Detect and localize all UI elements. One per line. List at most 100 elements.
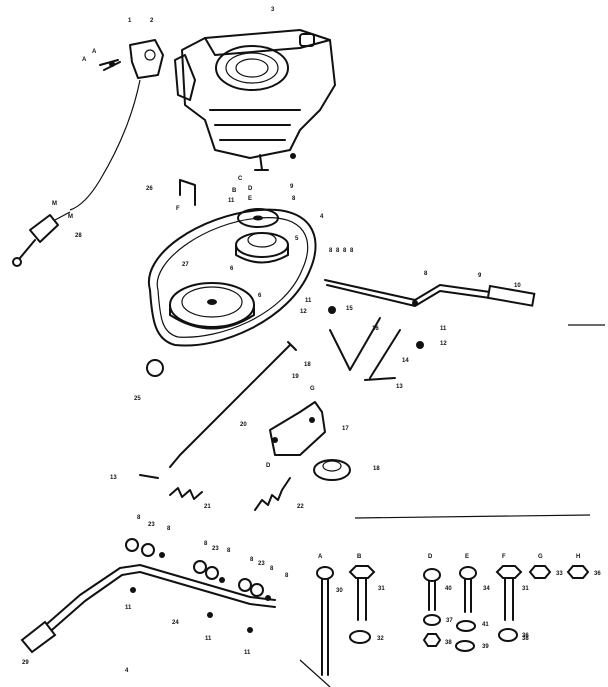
- callout: 32: [377, 636, 384, 642]
- callout: B: [357, 554, 362, 560]
- hardware-group-left: [125, 538, 165, 558]
- control-rods: [328, 306, 424, 381]
- callout: 12: [440, 341, 447, 347]
- callout: 8: [336, 248, 340, 254]
- callout: 20: [240, 422, 247, 428]
- callout: 40: [445, 586, 452, 592]
- callout: 8: [350, 248, 354, 254]
- callout: 11: [305, 298, 312, 304]
- callout: 30: [336, 588, 343, 594]
- callout: 12: [300, 309, 307, 315]
- callout: F: [176, 206, 180, 212]
- callout: A: [318, 554, 323, 560]
- callout: A: [92, 49, 97, 55]
- bolt-F: [495, 565, 523, 642]
- edge-mark-bottom: [299, 659, 331, 687]
- callout: 26: [146, 186, 153, 192]
- choke-linkage: [69, 39, 164, 211]
- callout: 6: [258, 293, 262, 299]
- callout: 31: [522, 586, 529, 592]
- callout: C: [238, 176, 243, 182]
- hardware-group-right: [238, 578, 271, 601]
- callout: 23: [148, 522, 155, 528]
- callout: E: [248, 196, 252, 202]
- throttle-control: [12, 211, 71, 267]
- shift-lever: [324, 279, 536, 307]
- callout: 29: [22, 660, 29, 666]
- bolt-13: [139, 474, 159, 479]
- callout: 8: [227, 548, 231, 554]
- callout: 21: [204, 504, 211, 510]
- callout: 11: [228, 198, 235, 204]
- callout: 18: [373, 466, 380, 472]
- pulley-4: [235, 232, 289, 264]
- bracket-17: [269, 401, 326, 456]
- callout: 18: [304, 362, 311, 368]
- callout: 2: [150, 18, 154, 24]
- callout: A: [82, 57, 87, 63]
- callout: G: [310, 386, 315, 392]
- callout: 8: [343, 248, 347, 254]
- callout: 23: [212, 546, 219, 552]
- callout: 23: [258, 561, 265, 567]
- callout: 16: [372, 326, 379, 332]
- callout: 6: [230, 266, 234, 272]
- callout: 28: [75, 233, 82, 239]
- callout: 22: [297, 504, 304, 510]
- bolt-D: [422, 568, 442, 647]
- callout: 33: [556, 571, 563, 577]
- handle-assembly: [20, 564, 276, 654]
- belt-housing: [147, 208, 317, 347]
- callout: 8: [137, 515, 141, 521]
- callout-labels: 1 2 3 A A 26 C B D 9 8 E F 11 M M 28 4 5…: [22, 7, 601, 674]
- callout: 8: [329, 248, 333, 254]
- callout: F: [502, 554, 506, 560]
- engine: [174, 29, 336, 171]
- callout: 27: [182, 262, 189, 268]
- long-rod-20: [169, 341, 297, 468]
- callout: 24: [172, 620, 179, 626]
- callout: 4: [125, 668, 129, 674]
- callout: 34: [483, 586, 490, 592]
- callout: 9: [478, 273, 482, 279]
- pulley-18: [313, 459, 351, 481]
- callout: 9: [290, 184, 294, 190]
- hardware-group-middle: [193, 560, 225, 583]
- callout: 36: [594, 571, 601, 577]
- callout: 19: [292, 374, 299, 380]
- nut-G: [528, 565, 552, 579]
- callout: 8: [292, 196, 296, 202]
- spring-21: [169, 487, 203, 500]
- pulley-5: [237, 208, 279, 228]
- callout: 3: [271, 7, 275, 13]
- bolt-E: [455, 566, 477, 652]
- callout: 11: [125, 605, 132, 611]
- callout: 11: [244, 650, 251, 656]
- callout: 13: [396, 384, 403, 390]
- bolt-A: [316, 566, 334, 676]
- callout: 5: [295, 236, 299, 242]
- callout: 8: [285, 573, 289, 579]
- callout: 13: [110, 475, 117, 481]
- callout: 8: [424, 271, 428, 277]
- callout: 1: [128, 18, 132, 24]
- callout: 38: [522, 636, 529, 642]
- callout: H: [576, 554, 580, 560]
- callout: 10: [514, 283, 521, 289]
- callout: M: [52, 201, 57, 207]
- callout: 41: [482, 622, 489, 628]
- callout: 8: [250, 557, 254, 563]
- callout: 38: [445, 640, 452, 646]
- spring-22: [254, 477, 291, 511]
- callout: 8: [167, 526, 171, 532]
- callout: 31: [378, 586, 385, 592]
- callout: 11: [205, 636, 212, 642]
- callout: D: [248, 186, 253, 192]
- callout: 11: [440, 326, 447, 332]
- callout: 15: [346, 306, 353, 312]
- callout: M: [68, 214, 73, 220]
- callout: 37: [446, 618, 453, 624]
- clip-ring: [146, 359, 164, 377]
